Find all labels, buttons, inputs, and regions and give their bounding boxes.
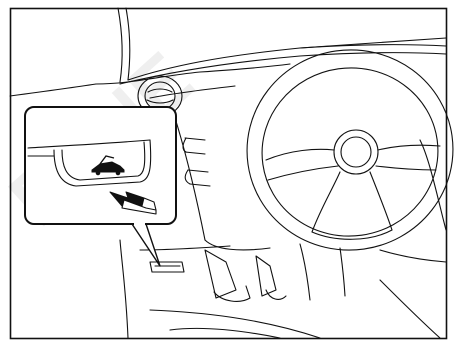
steering-wheel <box>234 37 457 300</box>
callout-pointer <box>132 224 160 266</box>
hood-release-lever <box>150 262 184 272</box>
callout-box <box>25 107 176 226</box>
pedals <box>150 250 440 338</box>
